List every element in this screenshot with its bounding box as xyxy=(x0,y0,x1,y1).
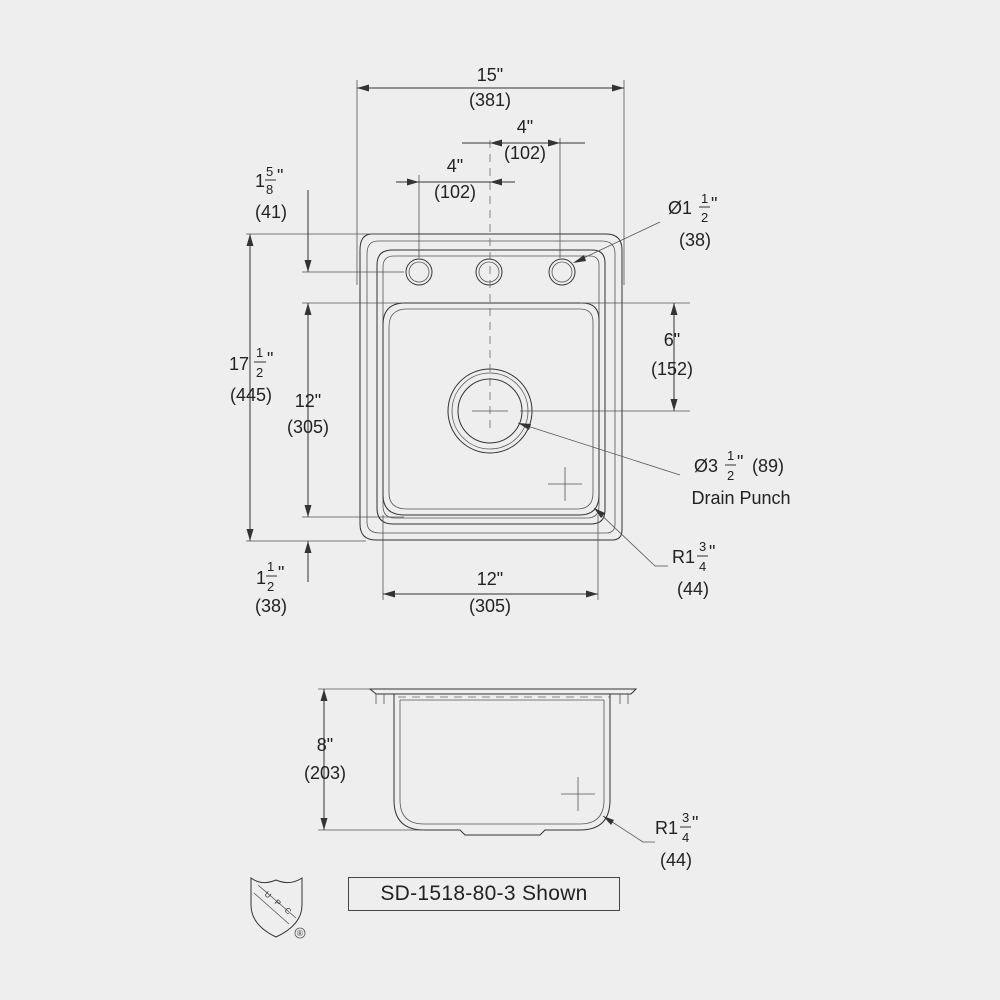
svg-text:": " xyxy=(709,542,715,562)
model-caption-box: SD-1518-80-3 Shown xyxy=(348,877,620,911)
faucet-spacing-right-imperial: 4" xyxy=(517,117,533,137)
drain-diameter-prefix: Ø3 xyxy=(694,456,718,476)
sink-deck-inner-line xyxy=(382,255,600,519)
sink-top-view xyxy=(359,140,623,541)
extension-lines xyxy=(246,80,690,600)
sink-deck-outline xyxy=(376,249,606,525)
faucet-hole-center xyxy=(475,258,503,286)
svg-text:": " xyxy=(278,563,284,583)
sink-side-view xyxy=(318,688,655,843)
overall-length-den: 2 xyxy=(256,365,263,380)
faucet-spacing-right-metric: (102) xyxy=(504,143,546,163)
dimension-labels: 15" (381) 4" (102) 4" (102) 1 5 8 " (41)… xyxy=(229,65,791,870)
bowl-width-imperial: 12" xyxy=(477,569,503,589)
overall-width-metric: (381) xyxy=(469,90,511,110)
upc-letter-p: P xyxy=(273,898,283,908)
corner-radius-den: 4 xyxy=(699,559,706,574)
sink-bowl-inner-line xyxy=(388,308,594,510)
front-ledge-metric: (38) xyxy=(255,596,287,616)
overall-length-num: 1 xyxy=(256,345,263,360)
overall-length-metric: (445) xyxy=(230,385,272,405)
sink-outer-rim xyxy=(359,233,623,541)
upc-shield-icon xyxy=(250,877,303,938)
faucet-hole-right xyxy=(548,258,576,286)
corner-radius-num: 3 xyxy=(699,539,706,554)
hole-setback-whole: 1 xyxy=(255,171,265,191)
hole-diameter-prefix: Ø1 xyxy=(668,198,692,218)
corner-radius-metric: (44) xyxy=(677,579,709,599)
overall-width-imperial: 15" xyxy=(477,65,503,85)
registered-mark: ® xyxy=(297,929,303,938)
svg-text:": " xyxy=(711,194,717,214)
leader-lines xyxy=(517,221,681,567)
model-caption: SD-1518-80-3 Shown xyxy=(380,882,588,905)
side-corner-radius-num: 3 xyxy=(682,810,689,825)
sink-rim-inner-line xyxy=(366,240,616,534)
bowl-width-metric: (305) xyxy=(469,596,511,616)
faucet-spacing-left-imperial: 4" xyxy=(447,156,463,176)
drain-offset-imperial: 6" xyxy=(664,330,680,350)
dimension-lines xyxy=(246,84,678,598)
side-corner-radius-prefix: R1 xyxy=(655,818,678,838)
overall-length-whole: 17 xyxy=(229,354,249,374)
front-ledge-whole: 1 xyxy=(256,568,266,588)
hole-diameter-metric: (38) xyxy=(679,230,711,250)
sink-bowl-outline xyxy=(382,302,600,516)
side-rim xyxy=(368,688,638,695)
faucet-spacing-left-metric: (102) xyxy=(434,182,476,202)
depth-metric: (203) xyxy=(304,763,346,783)
hole-setback-metric: (41) xyxy=(255,202,287,222)
bowl-length-imperial: 12" xyxy=(295,391,321,411)
upc-certification-logo: U P C ® xyxy=(250,877,306,939)
upc-letter-u: U xyxy=(263,890,273,901)
svg-text:": " xyxy=(692,813,698,833)
svg-text:": " xyxy=(277,166,283,186)
svg-text:": " xyxy=(737,452,743,472)
drain-punch-label: Drain Punch xyxy=(691,488,790,508)
front-ledge-num: 1 xyxy=(267,559,274,574)
side-bowl-outline xyxy=(393,694,611,836)
faucet-hole-left xyxy=(405,258,433,286)
corner-radius-prefix: R1 xyxy=(672,547,695,567)
drain-diameter-num: 1 xyxy=(727,448,734,463)
drain-diameter-metric: (89) xyxy=(752,456,784,476)
hole-setback-num: 5 xyxy=(266,164,273,179)
depth-imperial: 8" xyxy=(317,735,333,755)
drain-offset-metric: (152) xyxy=(651,359,693,379)
front-ledge-den: 2 xyxy=(267,579,274,594)
hole-diameter-den: 2 xyxy=(701,210,708,225)
hole-diameter-num: 1 xyxy=(701,191,708,206)
upc-letter-c: C xyxy=(283,906,293,917)
bowl-length-metric: (305) xyxy=(287,417,329,437)
side-corner-radius-metric: (44) xyxy=(660,850,692,870)
side-corner-radius-den: 4 xyxy=(682,830,689,845)
svg-text:": " xyxy=(267,349,273,369)
drain-diameter-den: 2 xyxy=(727,468,734,483)
hole-setback-den: 8 xyxy=(266,182,273,197)
